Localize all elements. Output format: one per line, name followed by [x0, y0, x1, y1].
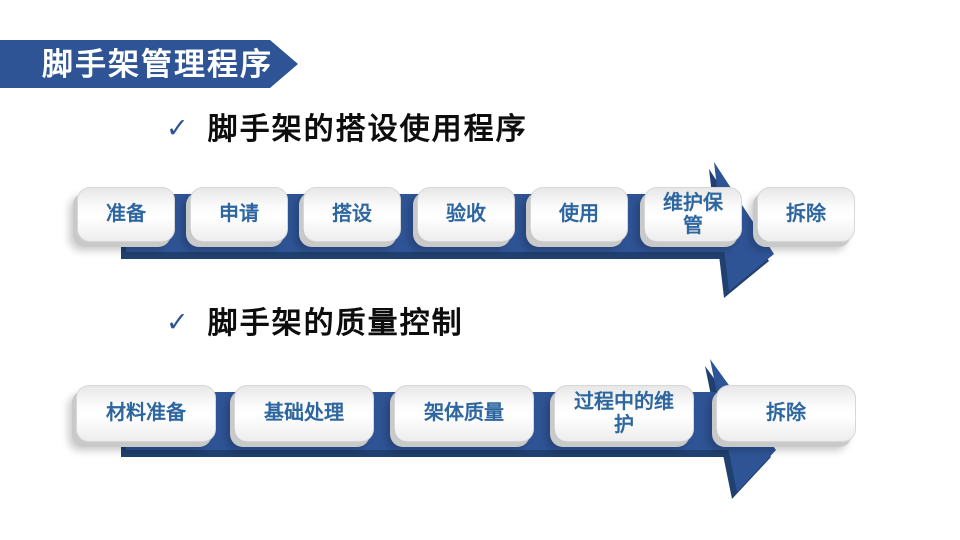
- process-step-node: 使用: [530, 187, 628, 242]
- step-label: 搭设: [332, 203, 372, 225]
- process-step-node: 搭设: [303, 187, 401, 242]
- title-banner: 脚手架管理程序: [0, 40, 298, 88]
- step-label: 使用: [559, 203, 599, 225]
- process-step-node: 过程中的维护: [554, 385, 694, 442]
- step-label: 过程中的维护: [574, 390, 674, 436]
- process-step-node: 拆除: [716, 385, 856, 442]
- process-step-node: 验收: [417, 187, 515, 242]
- process-step-node: 基础处理: [234, 385, 374, 442]
- process-step-node: 维护保管: [644, 187, 742, 242]
- step-label: 验收: [446, 203, 486, 225]
- step-label: 材料准备: [106, 402, 186, 424]
- process-step-node: 拆除: [757, 187, 855, 242]
- process-step-node: 材料准备: [76, 385, 216, 442]
- slide-title: 脚手架管理程序: [42, 46, 273, 82]
- process-step-node: 申请: [190, 187, 288, 242]
- step-label: 基础处理: [264, 402, 344, 424]
- step-label: 拆除: [766, 402, 806, 424]
- step-label: 架体质量: [424, 402, 504, 424]
- check-icon: ✓: [166, 112, 189, 143]
- step-label: 准备: [106, 203, 146, 225]
- step-label: 拆除: [786, 203, 826, 225]
- section-1-heading: ✓ 脚手架的搭设使用程序: [166, 112, 528, 148]
- check-icon: ✓: [166, 306, 189, 337]
- process-step-node: 准备: [77, 187, 175, 242]
- step-label: 申请: [219, 203, 259, 225]
- section-1-heading-text: 脚手架的搭设使用程序: [207, 113, 528, 146]
- process-step-node: 架体质量: [394, 385, 534, 442]
- section-2-heading: ✓ 脚手架的质量控制: [166, 306, 464, 342]
- step-label: 维护保管: [663, 191, 723, 237]
- section-2-heading-text: 脚手架的质量控制: [207, 307, 464, 340]
